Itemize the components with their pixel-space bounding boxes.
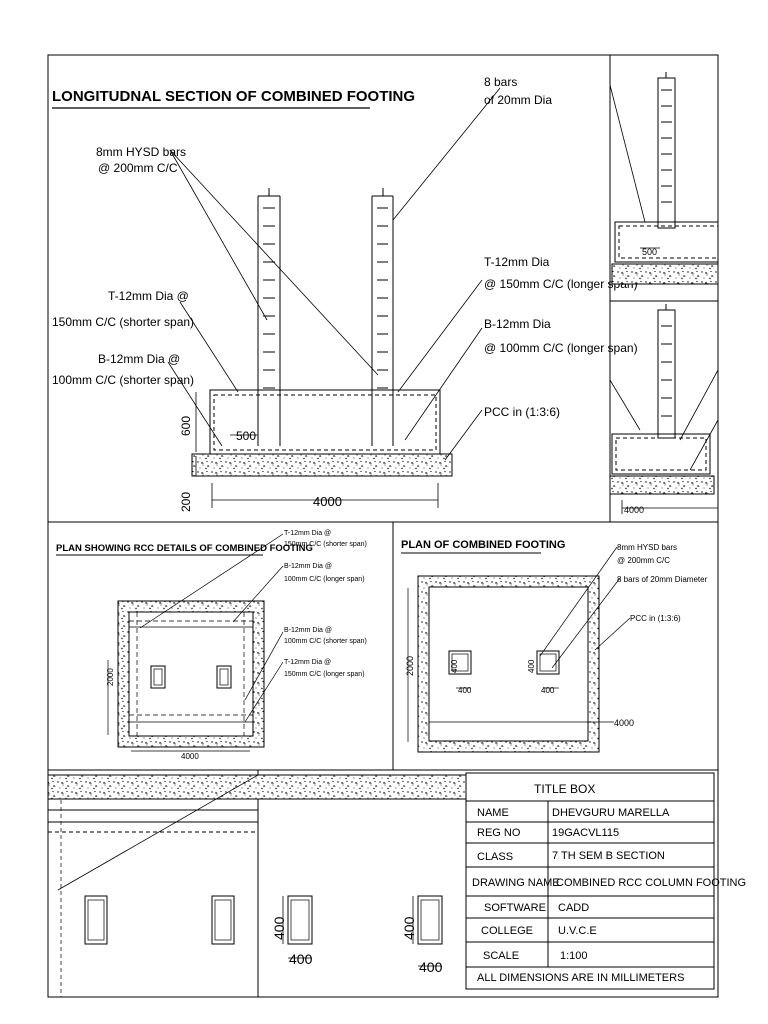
strip-dim-bottom: 4000: [624, 505, 644, 515]
plan-rcc-label-t12-longer: T-12mm Dia @: [284, 659, 331, 666]
label-b12-shorter: B-12mm Dia @: [98, 352, 180, 366]
plan-label-bars: 8 bars of 20mm Diameter: [617, 575, 708, 584]
label-main-bars-dia: of 20mm Dia: [484, 93, 552, 107]
label-pcc: PCC in (1:3:6): [484, 405, 560, 419]
plan-rcc-details: PLAN SHOWING RCC DETAILS OF COMBINED FOO…: [56, 530, 367, 761]
tb-label-college: COLLEGE: [481, 925, 533, 937]
longitudinal-section: LONGITUDNAL SECTION OF COMBINED FOOTING: [52, 75, 638, 512]
bottom-dim-1-v: 400: [271, 916, 287, 940]
tb-value-regno: 19GACVL115: [552, 827, 619, 839]
tb-value-scale: 1:100: [560, 950, 588, 962]
title-box-heading: TITLE BOX: [534, 782, 595, 796]
label-b12-longer: B-12mm Dia: [484, 317, 551, 331]
tb-value-drawing: COMBINED RCC COLUMN FOOTING: [556, 877, 746, 889]
tb-label-software: SOFTWARE: [484, 902, 546, 914]
label-t12-longer-spacing: @ 150mm C/C (longer span): [484, 277, 638, 291]
section-leaders: [167, 87, 501, 461]
bottom-cut-views: [47, 774, 469, 997]
plan-dim-col-left-v: 400: [450, 659, 459, 673]
plan-column-right: [536, 650, 560, 675]
title-box: TITLE BOX NAME DHEVGURU MARELLA REG NO 1…: [465, 772, 746, 990]
tb-value-class: 7 TH SEM B SECTION: [552, 850, 665, 862]
plan-rcc-title: PLAN SHOWING RCC DETAILS OF COMBINED FOO…: [56, 543, 313, 554]
label-b12-shorter-spacing: 100mm C/C (shorter span): [52, 373, 194, 387]
plan-label-pcc: PCC in (1:3:6): [630, 614, 681, 623]
plan-footing: PLAN OF COMBINED FOOTING 8mm HYSD bars @…: [401, 539, 708, 753]
plan-dim-col-left-h: 400: [458, 686, 472, 695]
column-left: [257, 188, 281, 446]
plan-footing: [428, 586, 589, 742]
plan-rcc-leaders: [107, 533, 284, 752]
plan-leaders: [407, 546, 631, 742]
tb-value-software: CADD: [558, 902, 589, 914]
tb-label-drawing: DRAWING NAME: [472, 877, 560, 889]
plan-rcc-label-t12-longer-spacing: 150mm C/C (longer span): [284, 671, 365, 678]
plan-rcc-label-t12-shorter: T-12mm Dia @: [284, 530, 331, 537]
bottom-dim-2-h: 400: [419, 959, 443, 975]
tb-label-class: CLASS: [477, 851, 513, 863]
label-t12-shorter-spacing: 150mm C/C (shorter span): [52, 315, 194, 329]
plan-dim-col-right-v: 400: [527, 659, 536, 673]
dim-pcc: 200: [179, 492, 193, 512]
tb-label-name: NAME: [477, 807, 509, 819]
dim-column: 500: [236, 429, 256, 443]
footing-outline: [209, 389, 441, 455]
label-t12-longer: T-12mm Dia: [484, 255, 550, 269]
plan-rcc-dim-width: 2000: [106, 668, 115, 686]
sheet-frames: [47, 54, 719, 998]
label-main-bars: 8 bars: [484, 75, 517, 89]
strip-dim-top: 500: [642, 247, 657, 257]
plan-rcc-dim-length: 4000: [181, 752, 199, 761]
right-strip-views: [609, 72, 719, 514]
plan-rcc-column-left: [150, 665, 166, 689]
plan-dim-length: 4000: [614, 718, 634, 728]
bottom-dim-1-h: 400: [289, 951, 313, 967]
plan-rcc-column-right: [216, 665, 232, 689]
plan-dim-width: 2000: [405, 656, 415, 676]
label-b12-longer-spacing: @ 100mm C/C (longer span): [484, 341, 638, 355]
plan-rcc-label-b12-shorter-spacing: 100mm C/C (shorter span): [284, 638, 367, 645]
plan-rcc-bars: [129, 612, 253, 736]
plan-label-hysd: 8mm HYSD bars: [617, 543, 677, 552]
dim-depth: 600: [179, 416, 193, 436]
plan-rcc-label-b12-shorter: B-12mm Dia @: [284, 627, 332, 634]
pcc-bed: [191, 453, 453, 477]
plan-rcc-label-t12-shorter-spacing: 150mm C/C (shorter span): [284, 541, 367, 548]
plan-title: PLAN OF COMBINED FOOTING: [401, 539, 565, 551]
tb-footer: ALL DIMENSIONS ARE IN MILLIMETERS: [477, 972, 684, 984]
plan-rcc-label-b12-longer: B-12mm Dia @: [284, 563, 332, 570]
tb-label-regno: REG NO: [477, 827, 521, 839]
plan-dim-col-right-h: 400: [541, 686, 555, 695]
label-hysd-spacing: @ 200mm C/C: [98, 161, 178, 175]
plan-rcc-label-b12-longer-spacing: 100mm C/C (longer span): [284, 576, 365, 583]
bottom-dim-2-v: 400: [401, 916, 417, 940]
section-dimensions: [195, 392, 439, 508]
tb-label-scale: SCALE: [483, 950, 519, 962]
section-title: LONGITUDNAL SECTION OF COMBINED FOOTING: [52, 88, 415, 105]
tb-value-college: U.V.C.E: [558, 925, 597, 937]
plan-column-left: [448, 650, 472, 675]
footing-inner: [213, 394, 437, 451]
plan-label-hysd-spacing: @ 200mm C/C: [617, 556, 670, 565]
plan-rcc-footing: [128, 611, 254, 737]
dim-length: 4000: [313, 494, 342, 509]
tb-value-name: DHEVGURU MARELLA: [552, 807, 670, 819]
label-hysd-bars: 8mm HYSD bars: [96, 145, 186, 159]
label-t12-shorter: T-12mm Dia @: [108, 289, 189, 303]
column-right: [371, 188, 394, 446]
